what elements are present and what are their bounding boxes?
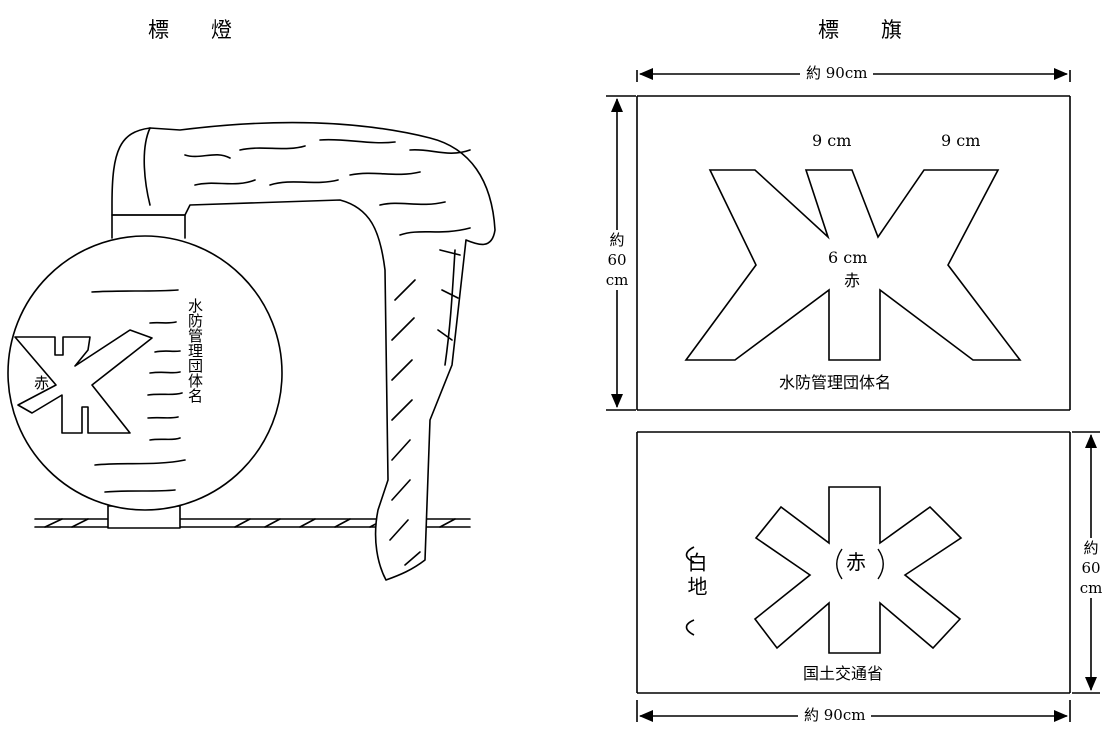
flag-top-outline — [606, 68, 1071, 411]
flag-top-height-label-2: 60 — [607, 251, 627, 269]
flag-bottom-ground-label: 白地 — [684, 552, 708, 600]
flag-top-mark — [684, 169, 1022, 361]
lantern-mark-color: 赤 — [34, 374, 50, 392]
lantern-illustration — [7, 121, 496, 581]
flag-bottom-height-label-3: cm — [1079, 579, 1103, 597]
flag-bottom-mark — [753, 486, 963, 654]
flag-bottom-org-name: 国土交通省 — [803, 664, 884, 683]
flag-top-mark-color: 赤 — [844, 271, 861, 290]
flag-bottom-mark-color: 赤 — [846, 550, 866, 574]
flag-top-org-name: 水防管理団体名 — [779, 373, 892, 392]
lantern-globe — [7, 235, 283, 511]
title-lantern: 標 燈 — [148, 18, 232, 42]
flag-top-height-label: 約 60 cm — [602, 230, 632, 290]
flag-top-height-label-1: 約 — [609, 231, 625, 249]
lantern-mark — [14, 329, 153, 434]
lantern-org-name: 水防管理団体名 — [186, 298, 204, 403]
flag-bottom-height-label: 約 60 cm — [1076, 538, 1106, 598]
flag-bottom-mark-color-parens — [836, 548, 884, 580]
flag-bottom-height-label-2: 60 — [1081, 559, 1101, 577]
flag-bottom-outline — [636, 431, 1100, 722]
flag-bottom-height-label-1: 約 — [1083, 539, 1099, 557]
flag-top-width-label: 約 90cm — [800, 66, 874, 81]
flag-top-arm-width-right: 9 cm — [941, 131, 981, 150]
title-flag: 標 旗 — [818, 18, 902, 42]
flag-top-arm-width-left: 9 cm — [812, 131, 852, 150]
lantern-hood — [111, 121, 496, 581]
flag-top-center-width: 6 cm — [828, 248, 868, 267]
flag-bottom-width-label: 約 90cm — [798, 708, 872, 723]
flag-top-height-label-3: cm — [605, 271, 629, 289]
